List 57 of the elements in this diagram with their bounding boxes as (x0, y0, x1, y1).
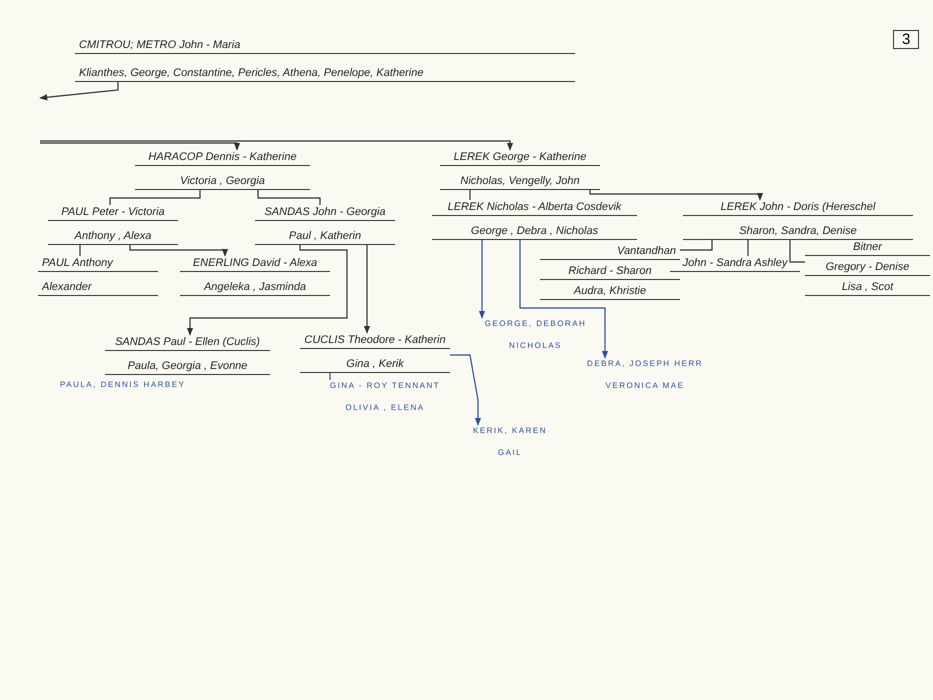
arrow (40, 142, 240, 151)
family-line: Klianthes, George, Constantine, Pericles, Athena, Penelope, Katherine (75, 66, 575, 82)
family-line: Bitner (805, 240, 930, 256)
arrow (39, 82, 119, 100)
family-line: Richard - Sharon (540, 264, 680, 280)
family-line: Angeleka , Jasminda (180, 280, 330, 296)
family-line: Paula, Georgia , Evonne (105, 359, 270, 375)
pencil-note: KERIK, KAREN (472, 425, 548, 437)
connector-line (257, 190, 321, 205)
pencil-note: GINA - ROY TENNANT (328, 380, 442, 392)
connector-line (329, 373, 331, 380)
pencil-note: OLIVIA , ELENA (344, 402, 426, 414)
family-line: SANDAS John - Georgia (255, 205, 395, 221)
family-line: Anthony , Alexa (48, 229, 178, 245)
family-line: George , Debra , Nicholas (432, 224, 637, 240)
connector-line (469, 190, 471, 200)
family-line: Gregory - Denise (805, 260, 930, 276)
pencil-note: VERONICA MAE (604, 380, 686, 392)
arrow (40, 140, 514, 151)
family-line: Sharon, Sandra, Denise (683, 224, 913, 240)
family-line: Audra, Khristie (540, 284, 680, 300)
connector-line (789, 240, 805, 263)
family-line: LEREK George - Katherine (440, 150, 600, 166)
family-line: Vantandhan (540, 244, 680, 260)
family-line: Victoria , Georgia (135, 174, 310, 190)
family-line: John - Sandra Ashley (670, 256, 800, 272)
family-line: HARACOP Dennis - Katherine (135, 150, 310, 166)
family-line: Paul , Katherin (255, 229, 395, 245)
arrow (589, 190, 764, 201)
family-line: LEREK John - Doris (Hereschel (683, 200, 913, 216)
family-line: Gina , Kerik (300, 357, 450, 373)
family-line: Nicholas, Vengelly, John (440, 174, 600, 190)
connector-line (680, 240, 713, 251)
arrow (450, 354, 482, 426)
family-line: CUCLIS Theodore - Katherin (300, 333, 450, 349)
family-line: ENERLING David - Alexa (180, 256, 330, 272)
pencil-note: GAIL (496, 447, 524, 459)
arrow (129, 245, 228, 257)
connector-line (747, 240, 749, 256)
connector-line (79, 245, 81, 256)
family-line: Lisa , Scot (805, 280, 930, 296)
family-line: SANDAS Paul - Ellen (Cuclis) (105, 335, 270, 351)
arrow (186, 245, 348, 336)
family-line: Alexander (38, 280, 158, 296)
arrow (519, 240, 608, 359)
family-line: PAUL Anthony (38, 256, 158, 272)
pencil-note: DEBRA, JOSEPH HERR (586, 358, 704, 370)
pencil-note: PAULA, DENNIS HARBEY (60, 380, 186, 389)
family-line: CMITROU; METRO John - Maria (75, 38, 575, 54)
page-number: 3 (893, 30, 920, 49)
arrow (364, 245, 370, 334)
pencil-note: NICHOLAS (508, 340, 563, 352)
connector-line (109, 190, 201, 205)
pencil-note: GEORGE, DEBORAH (484, 318, 588, 330)
arrow (478, 240, 486, 319)
family-line: PAUL Peter - Victoria (48, 205, 178, 221)
family-line: LEREK Nicholas - Alberta Cosdevik (432, 200, 637, 216)
